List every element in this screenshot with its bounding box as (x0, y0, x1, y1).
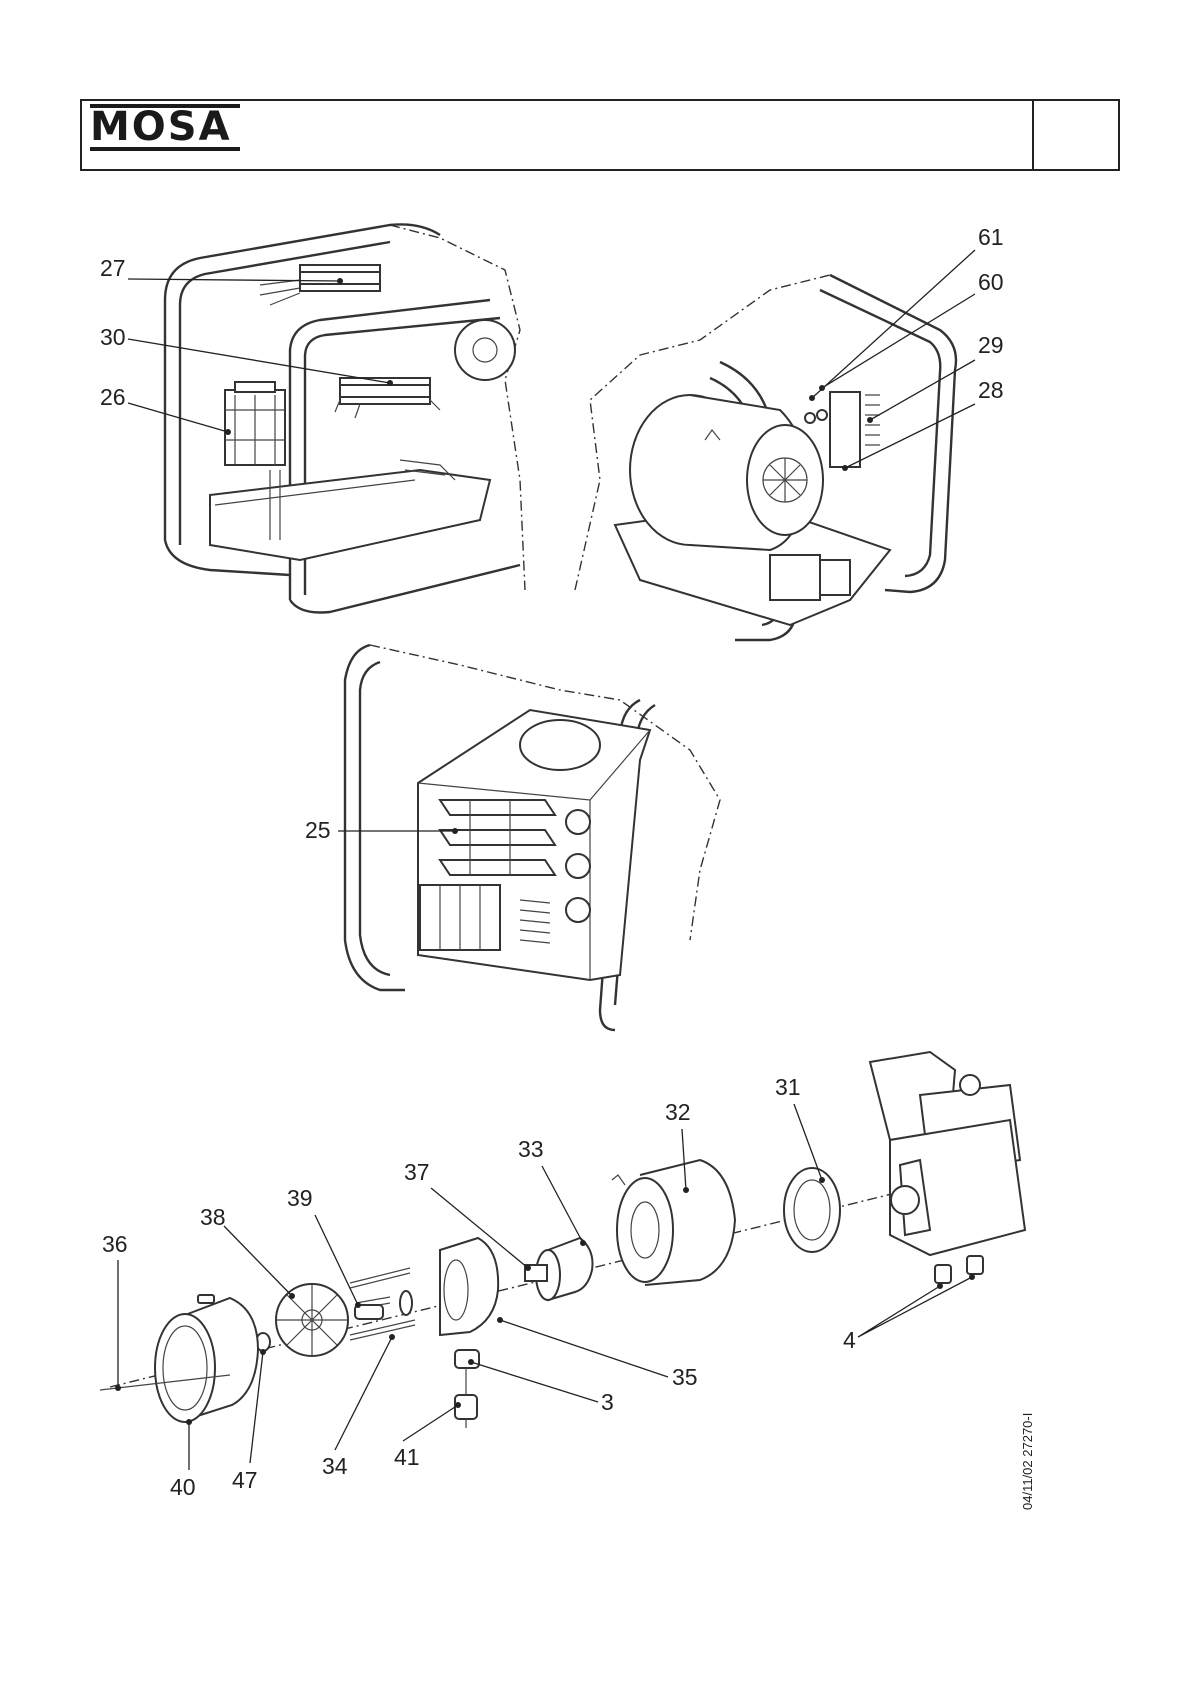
callout-labels: 27 30 26 61 60 29 28 25 31 32 33 37 39 3… (100, 224, 1004, 1500)
logo-bottom-bar (90, 147, 240, 151)
callout-41: 41 (394, 1444, 420, 1470)
header-divider (1032, 99, 1034, 171)
callout-26: 26 (100, 384, 126, 410)
view-top-right (574, 273, 958, 642)
callout-25: 25 (305, 817, 331, 843)
callout-37: 37 (404, 1159, 430, 1185)
callout-35: 35 (672, 1364, 698, 1390)
callout-40: 40 (170, 1474, 196, 1500)
callout-47: 47 (232, 1467, 258, 1493)
callout-32: 32 (665, 1099, 691, 1125)
leader-lines (117, 249, 976, 1470)
callout-33: 33 (518, 1136, 544, 1162)
document-reference: 04/11/02 27270-I (1020, 1412, 1035, 1510)
callout-36: 36 (102, 1231, 128, 1257)
header-box (80, 99, 1120, 171)
callout-34: 34 (322, 1453, 348, 1479)
callout-28: 28 (978, 377, 1004, 403)
callout-30: 30 (100, 324, 126, 350)
logo-text: MOSA (90, 104, 232, 150)
callout-29: 29 (978, 332, 1004, 358)
callout-39: 39 (287, 1185, 313, 1211)
view-middle (343, 643, 721, 1032)
logo-top-bar (90, 104, 240, 108)
callout-31: 31 (775, 1074, 801, 1100)
callout-60: 60 (978, 269, 1004, 295)
callout-38: 38 (200, 1204, 226, 1230)
leader-dots (115, 278, 975, 1425)
view-top-left (163, 223, 526, 614)
view-exploded (99, 1050, 1027, 1428)
callout-4: 4 (843, 1327, 856, 1353)
callout-27: 27 (100, 255, 126, 281)
mosa-logo: MOSA (90, 104, 240, 152)
callout-61: 61 (978, 224, 1004, 250)
callout-3: 3 (601, 1389, 614, 1415)
